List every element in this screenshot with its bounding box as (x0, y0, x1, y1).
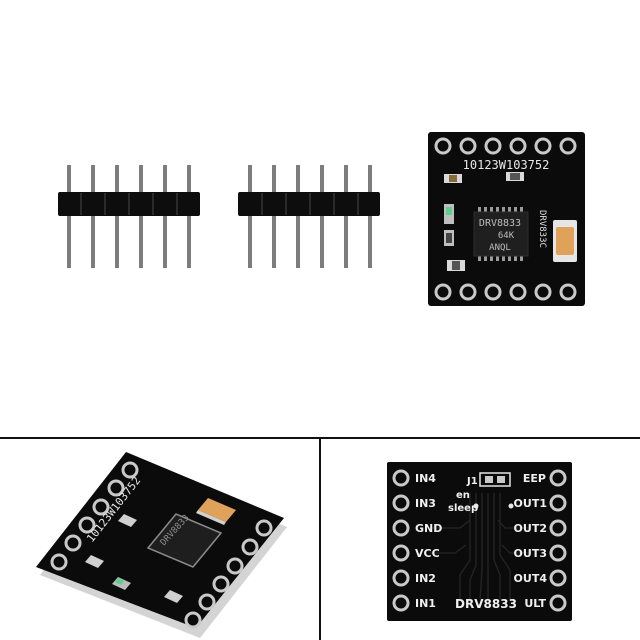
pin-label-out1: OUT1 (514, 497, 547, 510)
bottom-left-pads (392, 469, 410, 612)
chip-label-line2: 64K (498, 231, 515, 241)
pin-header-left (58, 165, 200, 268)
pin-label-ult: ULT (524, 597, 546, 610)
side-label: DRV833C (537, 210, 547, 248)
pin-label-vcc: VCC (415, 547, 440, 560)
pin-label-eep: EEP (523, 472, 546, 485)
pin-label-in3: IN3 (415, 497, 436, 510)
pin-label-gnd: GND (415, 522, 442, 535)
silk-top-text: 10123W103752 (463, 158, 550, 172)
top-pad-row (434, 137, 577, 155)
pin-label-in1: IN1 (415, 597, 436, 610)
board-name-label: DRV8833 (455, 597, 517, 611)
bottom-pad-row (434, 283, 577, 301)
left-edge-pads (50, 461, 139, 571)
angled-board-photo: 10123W103752 DRV8833 (36, 452, 287, 638)
vertical-divider (319, 437, 321, 640)
pin-label-out3: OUT3 (514, 547, 547, 560)
en-label: en (456, 490, 470, 501)
angled-chip: DRV8833 (146, 513, 223, 568)
chip-label-line3: ANQL (489, 243, 511, 253)
pin-label-in2: IN2 (415, 572, 436, 585)
jumper-pads (479, 472, 511, 487)
pin-header-right (238, 165, 380, 268)
sleep-label: sleep (448, 503, 478, 514)
chip-label-line1: DRV8833 (479, 218, 521, 229)
board-bottom-view: IN4 IN3 GND VCC IN2 IN1 EEP OUT1 OUT2 OU… (387, 462, 572, 621)
jumper-label: J1 (466, 476, 478, 487)
driver-chip: DRV8833 64K ANQL (473, 207, 529, 261)
right-edge-pads (184, 519, 273, 629)
pin-label-out2: OUT2 (514, 522, 547, 535)
pin-label-in4: IN4 (415, 472, 436, 485)
bottom-right-pads (549, 469, 567, 612)
top-pcb-board: 10123W103752 DRV8833 64K (428, 132, 585, 306)
pin-label-out4: OUT4 (514, 572, 548, 585)
tantalum-capacitor (553, 220, 577, 262)
